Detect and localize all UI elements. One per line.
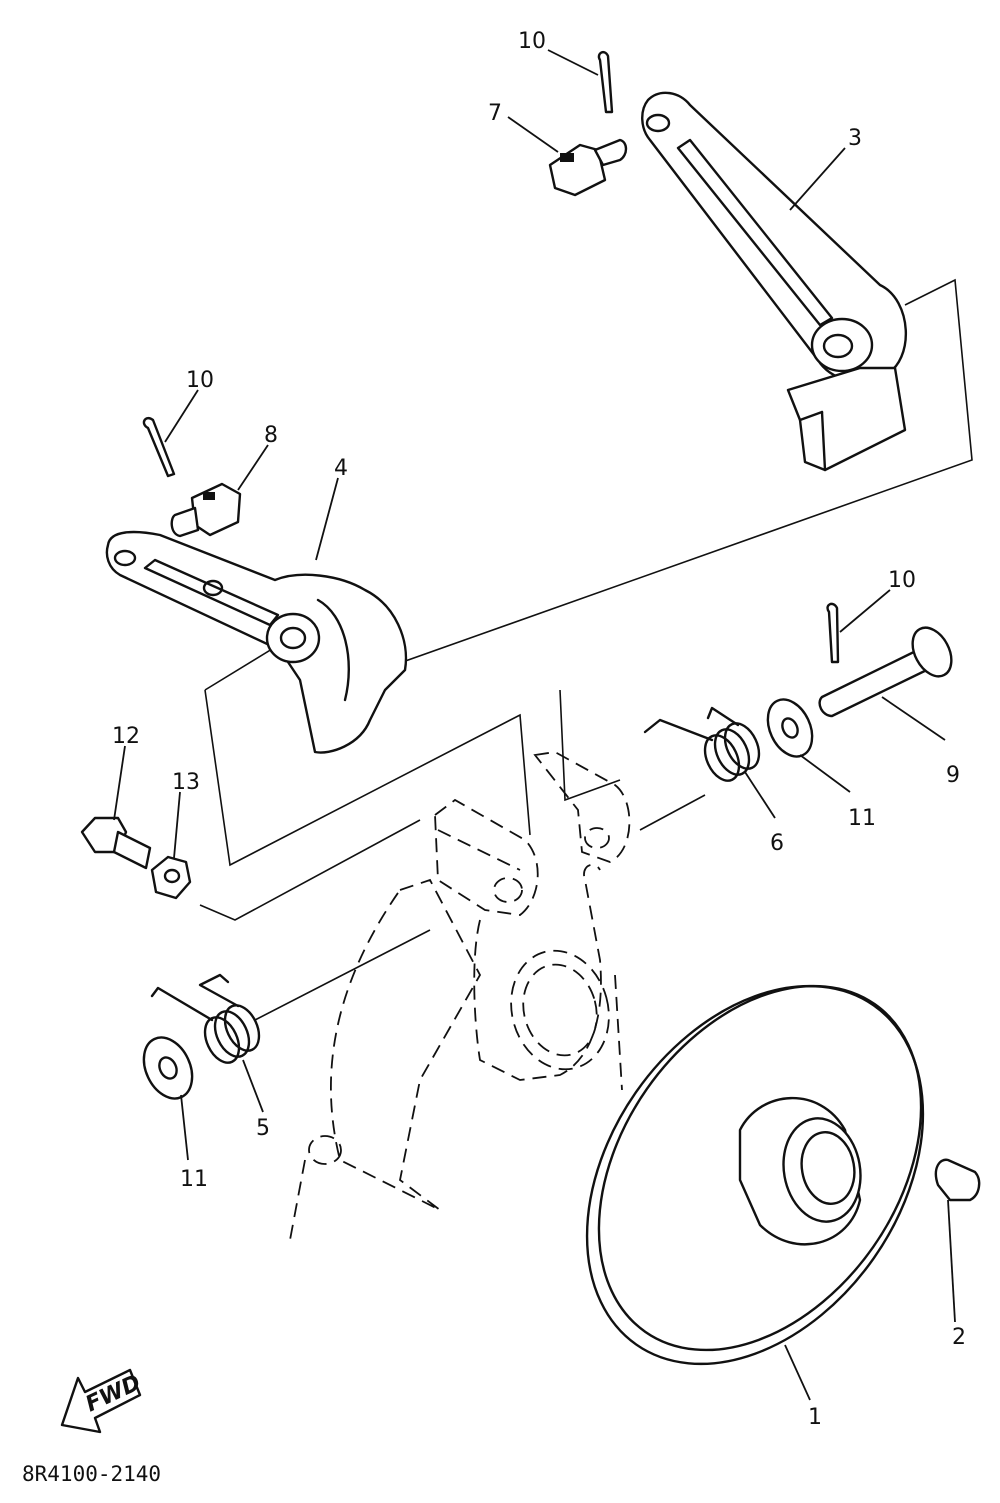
- callout-9: 9: [946, 763, 960, 788]
- callout-3: 3: [848, 126, 862, 151]
- woodruff-key: [934, 1158, 981, 1202]
- pivot-pin-upper: [548, 138, 628, 197]
- callout-4: 4: [334, 456, 348, 481]
- lever-arm-lower: [105, 530, 408, 754]
- callout-labels: 10 7 3 10 8 4 10 12 13 9 6 11 5 11 2 1: [112, 29, 966, 1430]
- nut: [150, 855, 192, 900]
- callout-12: 12: [112, 724, 140, 749]
- cotter-pin-top: [597, 50, 614, 114]
- pulley-sheave: [585, 984, 925, 1366]
- shaft-pin: [818, 626, 953, 718]
- callout-13: 13: [172, 770, 200, 795]
- cotter-pin-right: [826, 602, 840, 664]
- callout-7: 7: [488, 101, 502, 126]
- document-code: 8R4100-2140: [22, 1462, 162, 1486]
- bracket-reference: [289, 751, 631, 1241]
- callout-5: 5: [256, 1116, 270, 1141]
- leader-lines: [113, 49, 956, 1401]
- pivot-pin-lower: [170, 482, 242, 538]
- callout-11-left: 11: [180, 1167, 208, 1192]
- assembly-guide-lines: [199, 278, 973, 1021]
- lever-arm-upper: [641, 91, 907, 472]
- bolt: [80, 816, 152, 870]
- fwd-arrow-icon: FWD: [60, 1368, 145, 1434]
- callout-10-top: 10: [518, 29, 546, 54]
- callout-8: 8: [264, 423, 278, 448]
- cotter-pin-left: [142, 416, 176, 478]
- callout-1: 1: [808, 1405, 822, 1430]
- callout-10-left: 10: [186, 368, 214, 393]
- callout-2: 2: [952, 1325, 966, 1350]
- washer-left: [142, 1036, 194, 1100]
- callout-11-right: 11: [848, 806, 876, 831]
- torsion-spring-right: [643, 706, 761, 782]
- washer-right: [766, 698, 814, 758]
- callout-6: 6: [770, 831, 784, 856]
- callout-10-right: 10: [888, 568, 916, 593]
- torsion-spring-left: [150, 973, 261, 1064]
